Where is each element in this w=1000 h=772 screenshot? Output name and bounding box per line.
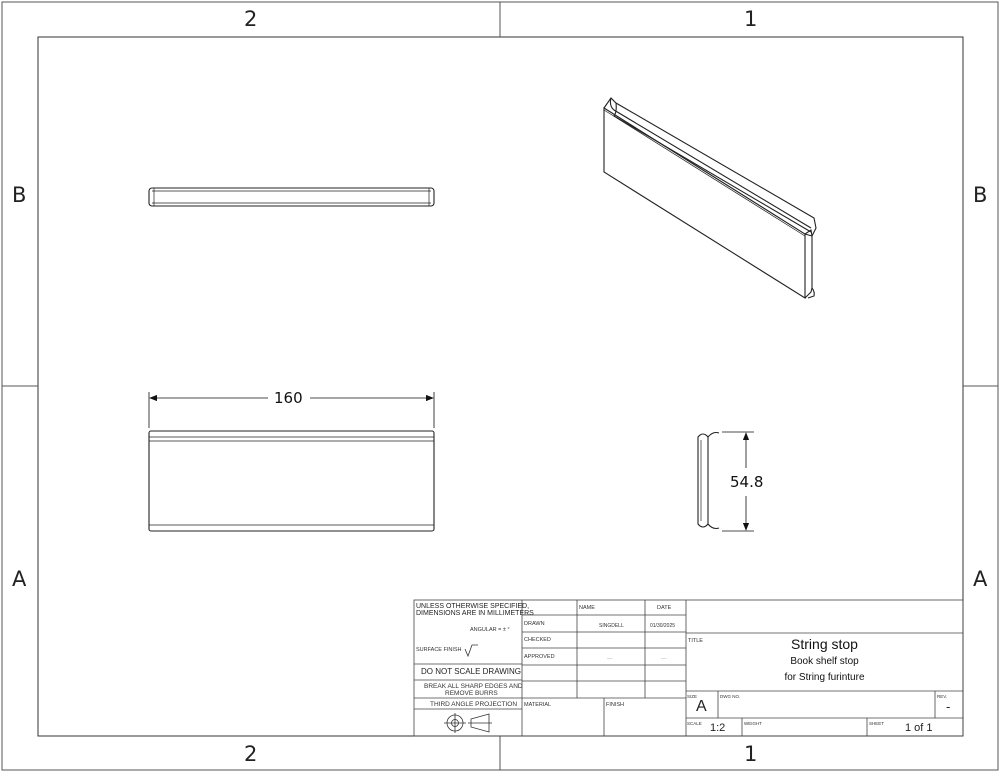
note-projection: THIRD ANGLE PROJECTION xyxy=(430,701,518,708)
revision: - xyxy=(946,699,951,714)
sheet-number: 1 of 1 xyxy=(905,722,933,734)
note-dimensions-mm: DIMENSIONS ARE IN MILLIMETERS xyxy=(416,610,534,617)
header-date: DATE xyxy=(657,605,672,611)
scale-value: 1:2 xyxy=(710,722,726,734)
side-view xyxy=(697,431,720,530)
drawn-name: SINGDELL xyxy=(599,623,624,629)
approved-name: — xyxy=(607,656,613,662)
label-drawn: DRAWN xyxy=(524,621,545,627)
label-weight: WEIGHT xyxy=(744,721,762,726)
zone-row-b-right: B xyxy=(973,183,988,207)
zone-row-a-left: A xyxy=(12,567,27,591)
zone-row-b-left: B xyxy=(12,183,27,207)
label-title: TITLE xyxy=(688,638,703,644)
dimension-height-label: 54.8 xyxy=(730,473,764,491)
label-rev: REV. xyxy=(937,694,948,699)
label-sheet: SHEET xyxy=(869,721,885,726)
sheet-size: A xyxy=(696,698,707,715)
note-unless-specified: UNLESS OTHERWISE SPECIFIED, xyxy=(416,603,530,610)
zone-row-a-right: A xyxy=(973,567,988,591)
label-finish: FINISH xyxy=(606,702,625,708)
label-checked: CHECKED xyxy=(524,637,551,643)
note-angular: ANGULAR = ± ° xyxy=(470,627,510,633)
drawing-subtitle-1: Book shelf stop xyxy=(790,656,859,667)
note-do-not-scale: DO NOT SCALE DRAWING xyxy=(421,667,522,676)
zone-col-1-top: 1 xyxy=(744,7,758,31)
dimension-160 xyxy=(148,392,435,428)
label-dwg-no: DWG NO. xyxy=(720,694,741,699)
zone-col-2-top: 2 xyxy=(244,7,258,31)
label-size: SIZE xyxy=(687,694,698,699)
approved-date: — xyxy=(661,656,667,662)
top-view xyxy=(148,187,435,207)
drawn-date: 01/30/2025 xyxy=(650,623,676,629)
zone-col-2-bottom: 2 xyxy=(244,742,258,766)
label-scale: SCALE xyxy=(687,721,702,726)
note-break-edges-1: BREAK ALL SHARP EDGES AND xyxy=(424,683,523,690)
dimension-length-label: 160 xyxy=(274,389,303,407)
surface-finish-icon xyxy=(464,644,478,658)
drawing-subtitle-2: for String furinture xyxy=(784,672,865,683)
third-angle-projection-icon xyxy=(444,713,492,733)
note-break-edges-2: REMOVE BURRS xyxy=(445,690,498,697)
note-surface-finish: SURFACE FINISH xyxy=(416,647,462,653)
label-approved: APPROVED xyxy=(524,654,555,660)
title-block-grid xyxy=(413,599,964,737)
isometric-view xyxy=(603,97,817,299)
drawing-title: String stop xyxy=(791,636,858,652)
dimension-54-8 xyxy=(722,431,754,532)
front-view xyxy=(148,430,435,532)
zone-col-1-bottom: 1 xyxy=(744,742,758,766)
header-name: NAME xyxy=(579,605,595,611)
label-material: MATERIAL xyxy=(524,702,552,708)
